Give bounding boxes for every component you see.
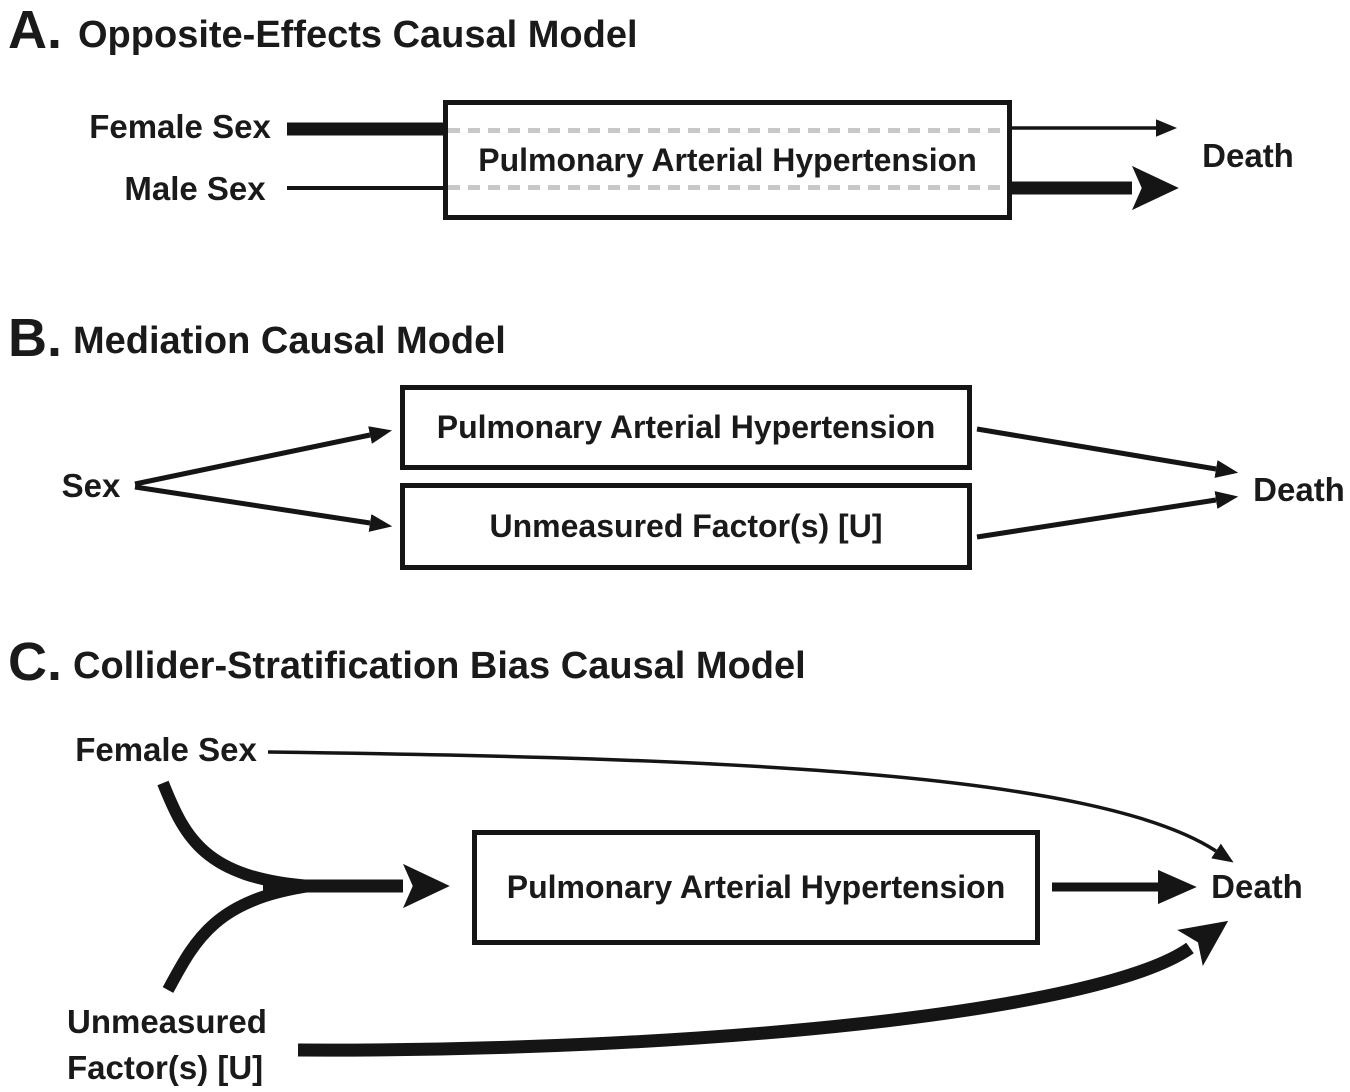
b-unmeasured-box-label: Unmeasured Factor(s) [U] xyxy=(489,508,883,544)
c-female-branch-curve xyxy=(157,780,311,892)
b-pah-box-label: Pulmonary Arterial Hypertension xyxy=(436,409,936,445)
panel-b-letter: B. xyxy=(8,308,62,368)
c-female-sex-label: Female Sex xyxy=(75,731,257,768)
c-pah-box: Pulmonary Arterial Hypertension xyxy=(472,830,1040,945)
panel-a-letter: A. xyxy=(8,0,62,60)
c-unmeasured-branch-curve xyxy=(162,880,311,993)
a-dashed-line-top xyxy=(448,128,1007,133)
c-unmeasured-line2: Factor(s) [U] xyxy=(67,1049,264,1086)
c-death-label: Death xyxy=(1211,868,1303,905)
b-sex-to-pah-arrow xyxy=(134,426,393,487)
panel-b-title: Mediation Causal Model xyxy=(73,320,506,362)
a-pah-box: Pulmonary Arterial Hypertension xyxy=(443,100,1012,220)
b-unmeasured-to-death-arrow xyxy=(976,491,1239,540)
c-female-to-death-curve-arrow xyxy=(267,750,1234,863)
a-dashed-line-bottom xyxy=(448,185,1007,190)
panel-a-title: Opposite-Effects Causal Model xyxy=(78,14,638,56)
a-death-label: Death xyxy=(1202,137,1294,174)
b-death-label: Death xyxy=(1253,471,1345,508)
panel-c-title: Collider-Stratification Bias Causal Mode… xyxy=(73,645,806,687)
c-unmeasured-to-death-curve-arrow xyxy=(297,920,1229,1057)
b-unmeasured-box: Unmeasured Factor(s) [U] xyxy=(400,483,972,570)
b-sex-to-unmeasured-arrow xyxy=(134,484,393,532)
a-pah-box-label: Pulmonary Arterial Hypertension xyxy=(478,141,977,178)
a-male-sex-label: Male Sex xyxy=(124,170,266,207)
b-pah-to-death-arrow xyxy=(976,426,1239,478)
c-unmeasured-factors-label: Unmeasured Factor(s) [U] xyxy=(67,999,267,1091)
b-pah-box: Pulmonary Arterial Hypertension xyxy=(400,385,972,470)
b-sex-label: Sex xyxy=(61,467,121,504)
panel-c-letter: C. xyxy=(8,632,62,692)
a-female-sex-label: Female Sex xyxy=(89,108,271,145)
c-unmeasured-line1: Unmeasured xyxy=(67,1003,267,1040)
c-pah-box-label: Pulmonary Arterial Hypertension xyxy=(506,869,1006,905)
